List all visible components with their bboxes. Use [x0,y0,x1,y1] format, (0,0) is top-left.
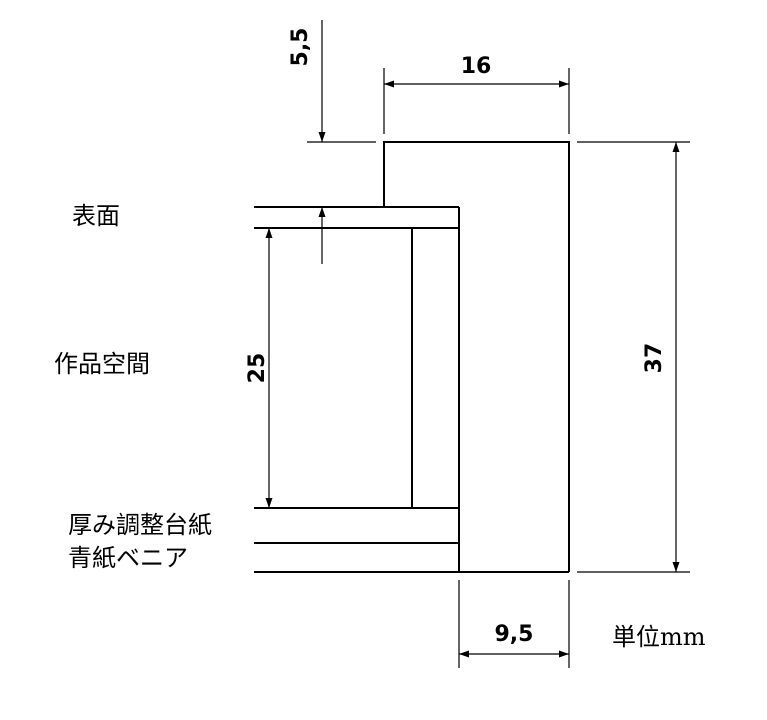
label-surface: 表面 [72,202,120,230]
label-thickness-board: 厚み調整台紙 [68,511,212,539]
frame-profile [254,141,570,573]
dim-top-offset: 5,5 [288,28,313,67]
dim-total-height: 37 [642,343,667,374]
label-unit: 単位mm [612,623,706,651]
dimension-lines [265,20,680,658]
dim-inner-height: 25 [245,353,270,384]
label-blue-paper-veneer: 青紙ベニア [68,544,188,572]
label-work-space: 作品空間 [54,350,150,378]
dim-bottom-width: 9,5 [495,622,534,647]
dim-top-width: 16 [461,54,492,79]
extension-lines [307,68,690,668]
